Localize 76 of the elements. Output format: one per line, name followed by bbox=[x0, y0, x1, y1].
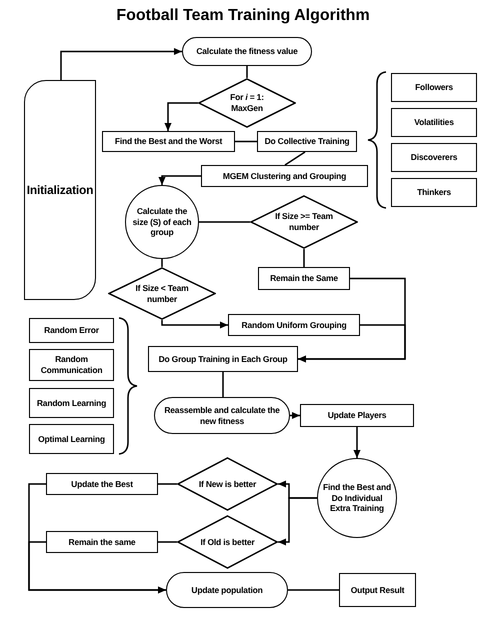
connector-line bbox=[284, 151, 306, 166]
node-label: If Old is better bbox=[200, 536, 254, 548]
node-label: Calculate the size (S) of each group bbox=[132, 206, 192, 238]
decision-diamond bbox=[177, 457, 278, 511]
arrow bbox=[161, 320, 228, 329]
node-label: Initialization bbox=[26, 182, 94, 198]
process-box bbox=[300, 404, 414, 427]
decision-diamond bbox=[250, 195, 358, 249]
node-label: Do Group Training in Each Group bbox=[158, 354, 288, 364]
process-box bbox=[391, 143, 477, 172]
node-label: Update population bbox=[191, 584, 263, 596]
process-box bbox=[29, 388, 114, 418]
arrow bbox=[353, 427, 361, 458]
process-box bbox=[257, 131, 357, 152]
node-label: If New is better bbox=[198, 478, 256, 490]
arrow bbox=[278, 497, 317, 546]
process-box bbox=[201, 165, 368, 187]
process-box bbox=[29, 318, 114, 343]
node-label: For i = 1: MaxGen bbox=[229, 92, 265, 114]
diagram-title: Football Team Training Algorithm bbox=[115, 6, 371, 26]
node-label: Followers bbox=[415, 82, 453, 93]
arrow bbox=[290, 412, 300, 420]
process-box bbox=[391, 178, 477, 207]
node-label: Random Learning bbox=[36, 398, 106, 408]
arrow bbox=[60, 48, 182, 80]
node-label: Random Communication bbox=[40, 354, 104, 376]
node-label: Discoverers bbox=[410, 152, 458, 163]
node-label: Find the Best and Do Individual Extra Training bbox=[322, 482, 392, 514]
node-label: Find the Best and the Worst bbox=[114, 136, 222, 147]
node-label: Remain the same bbox=[68, 536, 136, 548]
arrow bbox=[298, 324, 406, 363]
node-label: Do Collective Training bbox=[264, 136, 350, 147]
node-label: If Size < Team number bbox=[134, 282, 190, 304]
terminal-stadium bbox=[166, 572, 288, 608]
process-box bbox=[148, 346, 298, 372]
terminal-stadium bbox=[182, 37, 312, 66]
node-label: Calculate the fitness value bbox=[196, 46, 298, 57]
decision-diamond bbox=[108, 267, 216, 320]
process-box bbox=[228, 314, 360, 336]
node-label: Remain the Same bbox=[270, 273, 338, 284]
node-label: Update the Best bbox=[71, 478, 133, 490]
connector-line bbox=[199, 221, 250, 223]
node-label: Random Error bbox=[44, 325, 99, 336]
process-box bbox=[102, 131, 235, 152]
connector-line bbox=[158, 483, 177, 485]
process-box bbox=[258, 267, 350, 290]
decision-diamond bbox=[198, 78, 296, 128]
node-label: Volatilities bbox=[414, 117, 454, 128]
arrow bbox=[28, 541, 166, 594]
node-label: MGEM Clustering and Grouping bbox=[222, 170, 346, 182]
connector-line bbox=[288, 589, 339, 591]
terminal-stadium bbox=[154, 397, 290, 434]
connector-line bbox=[303, 249, 305, 267]
process-box bbox=[46, 531, 158, 553]
process-box bbox=[391, 108, 477, 137]
process-box bbox=[339, 573, 416, 607]
connector-line bbox=[222, 372, 224, 397]
node-label: If Size >= Team number bbox=[274, 211, 334, 233]
connector-line bbox=[246, 66, 248, 78]
node-label: Optimal Learning bbox=[38, 434, 105, 444]
arrow bbox=[164, 102, 198, 131]
process-box bbox=[29, 424, 114, 454]
connector-line bbox=[161, 259, 163, 267]
node-label: Reassemble and calculate the new fitness bbox=[163, 404, 281, 426]
connector-line bbox=[158, 541, 177, 543]
node-label: Output Result bbox=[350, 584, 404, 596]
node-label: Thinkers bbox=[417, 187, 451, 198]
node-label: Random Uniform Grouping bbox=[242, 320, 346, 330]
process-box bbox=[391, 73, 477, 102]
arrow bbox=[158, 175, 201, 185]
process-box bbox=[46, 473, 158, 495]
node-label: Update Players bbox=[328, 410, 386, 421]
process-box bbox=[29, 349, 114, 381]
decision-diamond bbox=[177, 515, 278, 569]
initialization-panel bbox=[24, 80, 96, 300]
connector-line bbox=[235, 140, 257, 142]
